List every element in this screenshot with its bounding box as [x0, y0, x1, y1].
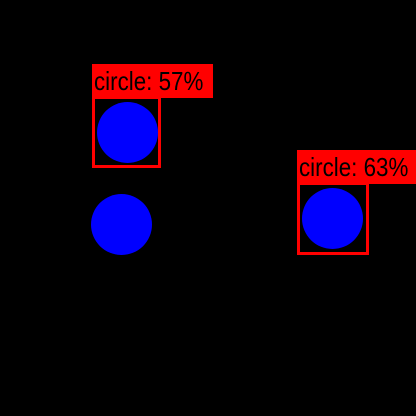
detection-label-text: circle: 57%: [94, 66, 204, 96]
circle-shape: [91, 194, 152, 255]
circle-shape: [97, 102, 158, 163]
detection-label: circle: 57%: [92, 64, 213, 98]
detection-label: circle: 63%: [297, 150, 416, 184]
detection-box: [297, 182, 369, 255]
detection-label-text: circle: 63%: [299, 152, 409, 182]
detection-box: [92, 96, 161, 168]
circle-shape: [302, 188, 363, 249]
